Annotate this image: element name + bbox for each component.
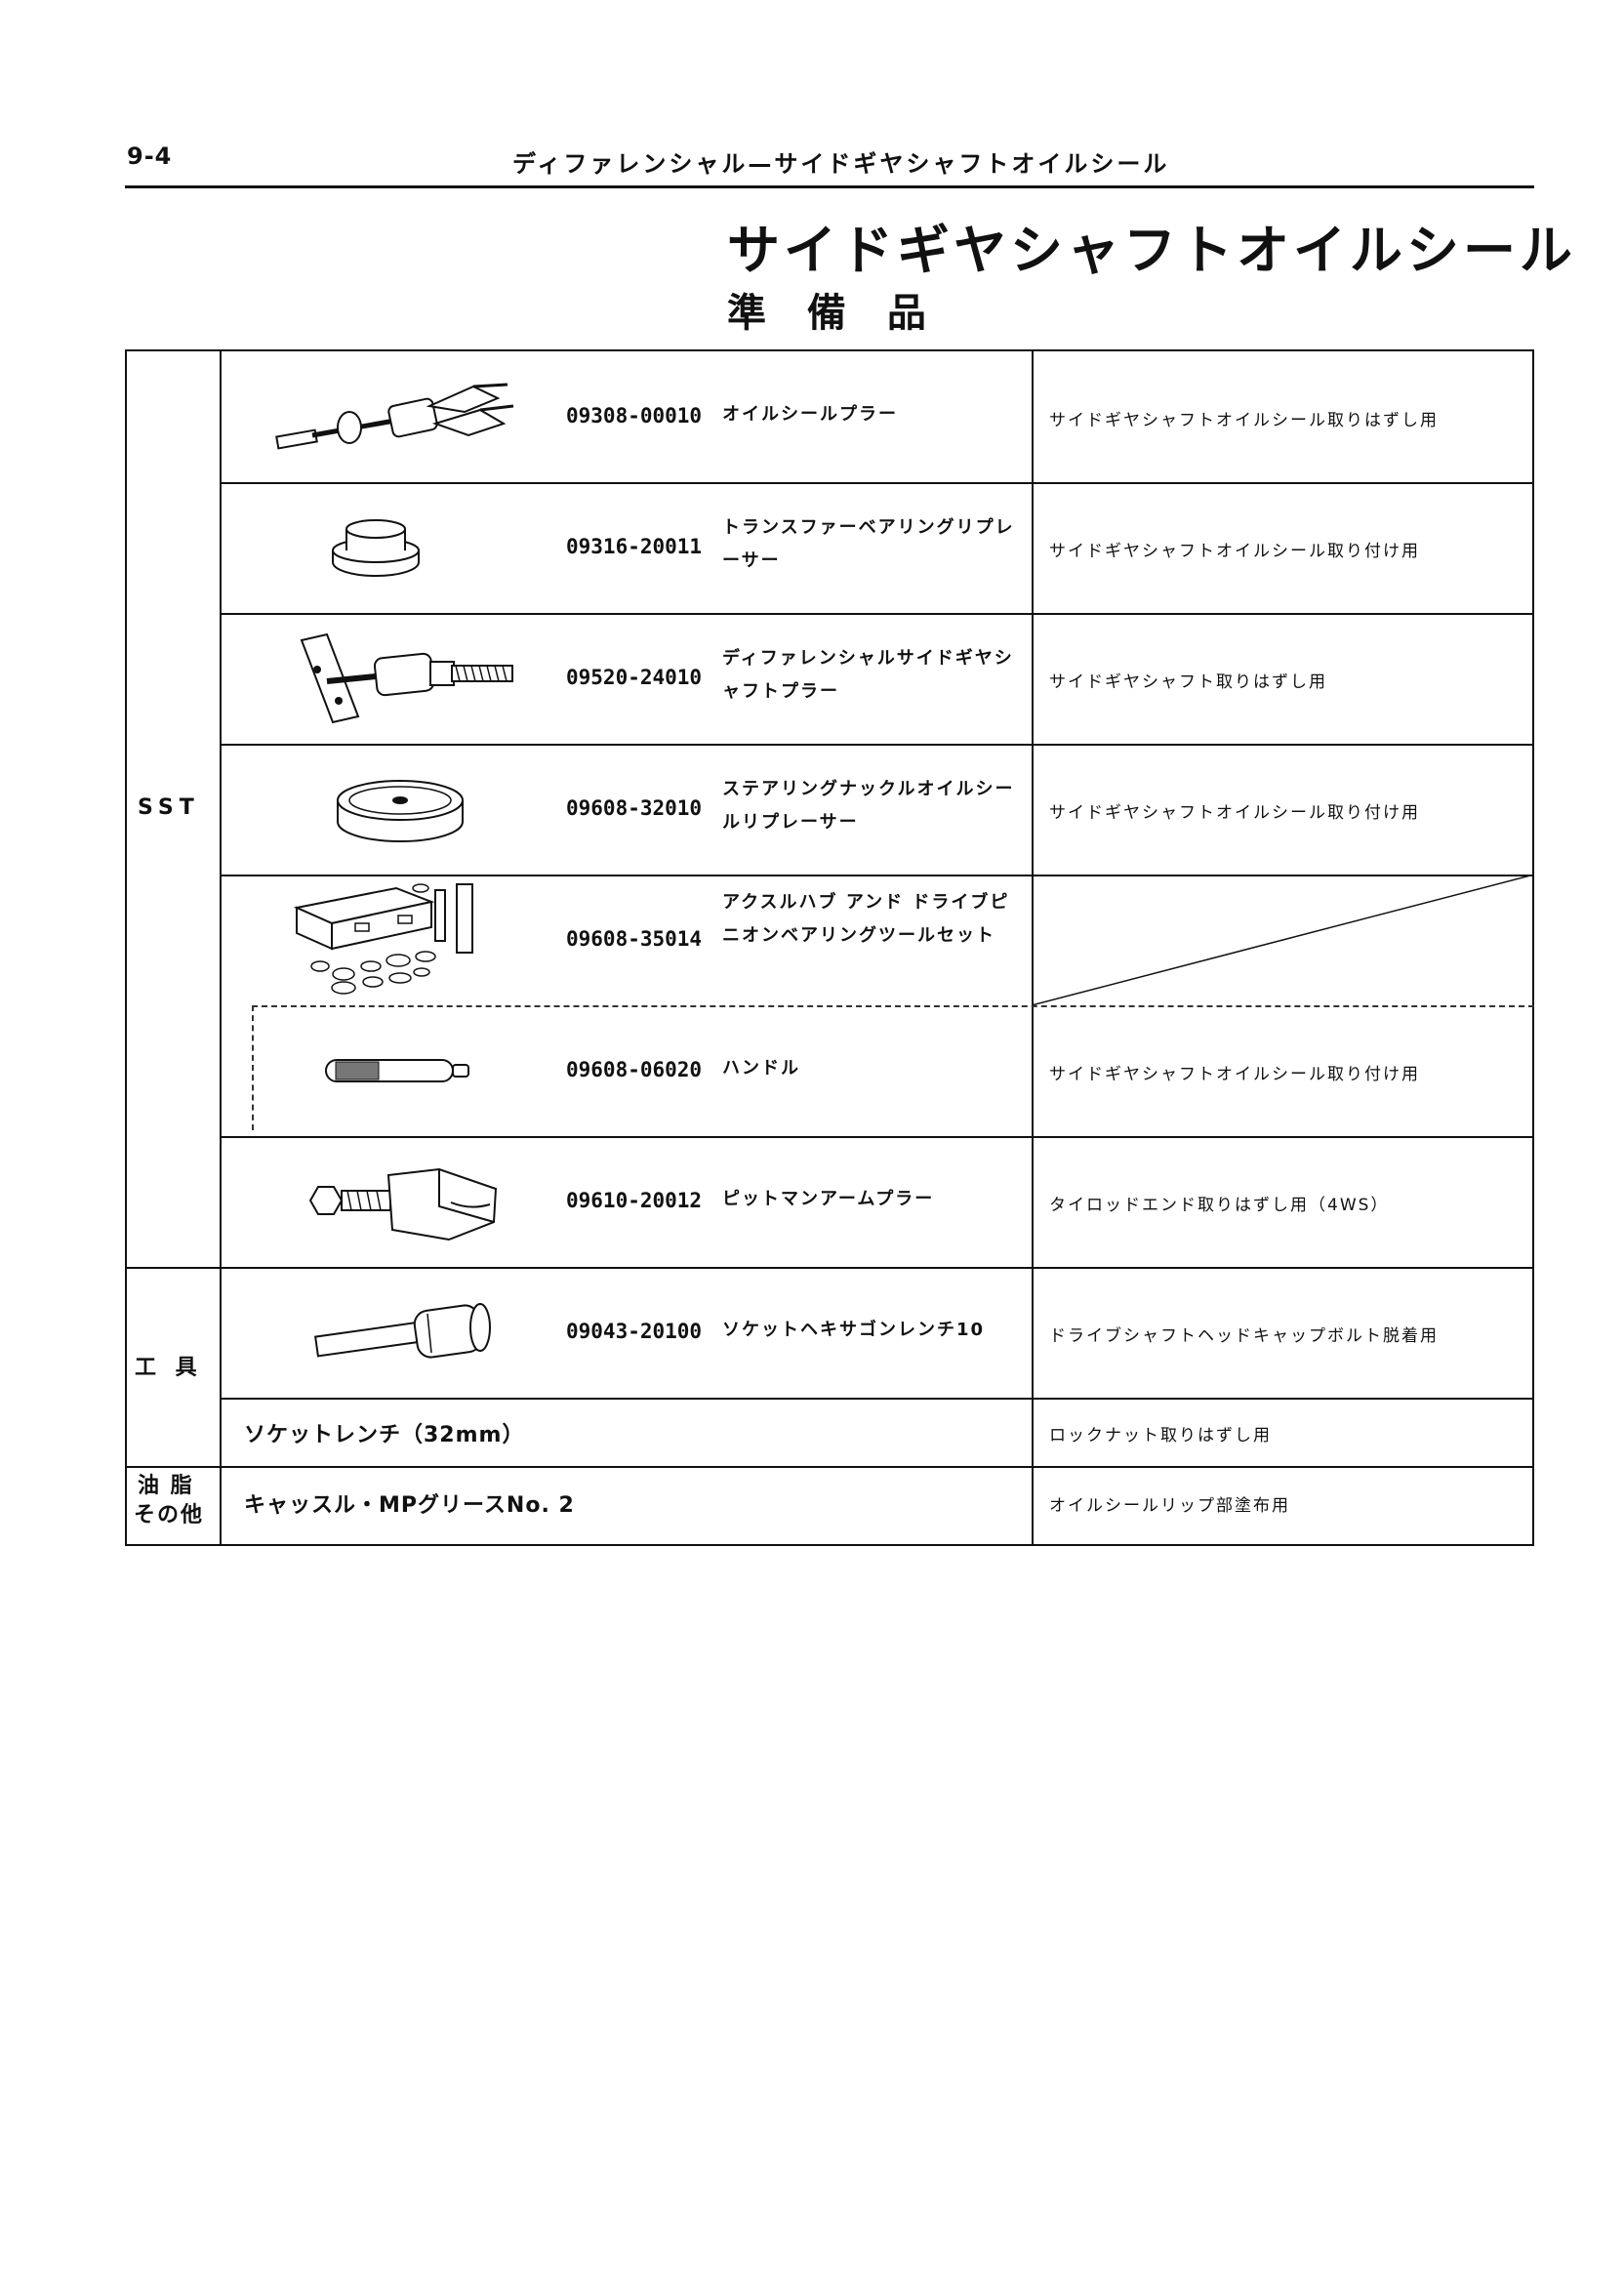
row-divider (220, 482, 1534, 484)
part-number: 09608-35014 (566, 927, 703, 951)
part-name: ピットマンアームプラー (722, 1189, 935, 1209)
side-gear-shaft-puller-icon (288, 631, 522, 728)
usage-text: サイドギヤシャフトオイルシール取りはずし用 (1049, 411, 1439, 430)
running-header: ディファレンシャル—サイドギヤシャフトオイルシール (512, 150, 1170, 178)
part-name: ステアリングナックルオイルシールリプレーサー (722, 779, 1015, 833)
preparation-table (125, 349, 1534, 1546)
usage-text: サイドギヤシャフト取りはずし用 (1049, 672, 1327, 692)
category-grease-line2: その他 (134, 1503, 205, 1527)
usage-column-divider (1032, 349, 1034, 1546)
oil-seal-puller-icon (273, 377, 517, 455)
part-number: 09608-32010 (566, 796, 703, 820)
subset-bracket (252, 1005, 254, 1130)
row-divider (220, 613, 1534, 615)
tool-set-case-icon (289, 878, 523, 1001)
knuckle-seal-replacer-icon (332, 771, 468, 849)
part-number: 09608-06020 (566, 1058, 703, 1081)
grease-name: キャッスル・MPグリースNo. 2 (244, 1493, 575, 1518)
part-number: 09308-00010 (566, 404, 703, 428)
part-name: ディファレンシャルサイドギヤシャフトプラー (722, 648, 1014, 702)
hex-socket-wrench-icon (310, 1290, 496, 1368)
category-column-divider (220, 349, 222, 1546)
bearing-replacer-icon (327, 517, 425, 586)
row-divider (220, 1398, 1534, 1400)
usage-text: サイドギヤシャフトオイルシール取り付け用 (1049, 803, 1420, 823)
category-divider (125, 1267, 1534, 1269)
part-number: 09043-20100 (566, 1320, 703, 1343)
row-divider (220, 1136, 1534, 1138)
part-name: アクスルハブ アンド ドライブピニオンベアリングツールセット (722, 892, 1010, 946)
usage-text: オイルシールリップ部塗布用 (1049, 1496, 1290, 1516)
part-name: ソケットヘキサゴンレンチ10 (722, 1320, 986, 1340)
category-tools: 工 具 (135, 1356, 203, 1380)
header-rule (125, 185, 1534, 188)
part-number: 09316-20011 (566, 535, 703, 558)
part-name: トランスファーベアリングリプレーサー (722, 517, 1015, 571)
usage-text: ドライブシャフトヘッドキャップボルト脱着用 (1049, 1326, 1439, 1346)
usage-text: サイドギヤシャフトオイルシール取り付け用 (1049, 542, 1420, 561)
part-number: 09610-20012 (566, 1189, 703, 1212)
part-number: 09520-24010 (566, 666, 703, 689)
row-divider (220, 744, 1534, 746)
usage-text: サイドギヤシャフトオイルシール取り付け用 (1049, 1065, 1420, 1084)
section-title: 準 備 品 (727, 291, 940, 336)
category-divider (125, 1466, 1534, 1468)
subset-divider (252, 1005, 1534, 1007)
part-name: オイルシールプラー (722, 404, 898, 425)
pitman-arm-puller-icon (303, 1161, 508, 1249)
empty-cell-diagonal (1032, 875, 1534, 1005)
category-sst: SST (138, 795, 200, 820)
category-grease-line1: 油 脂 (138, 1474, 194, 1498)
page-number: 9-4 (127, 142, 173, 170)
page-title: サイドギヤシャフトオイルシール (727, 220, 1576, 281)
usage-text: タイロッドエンド取りはずし用（4WS） (1049, 1196, 1390, 1215)
usage-text: ロックナット取りはずし用 (1049, 1426, 1272, 1445)
tool-name: ソケットレンチ（32mm） (244, 1423, 525, 1447)
handle-icon (322, 1054, 478, 1087)
row-divider (220, 875, 1534, 876)
part-name: ハンドル (722, 1058, 800, 1079)
